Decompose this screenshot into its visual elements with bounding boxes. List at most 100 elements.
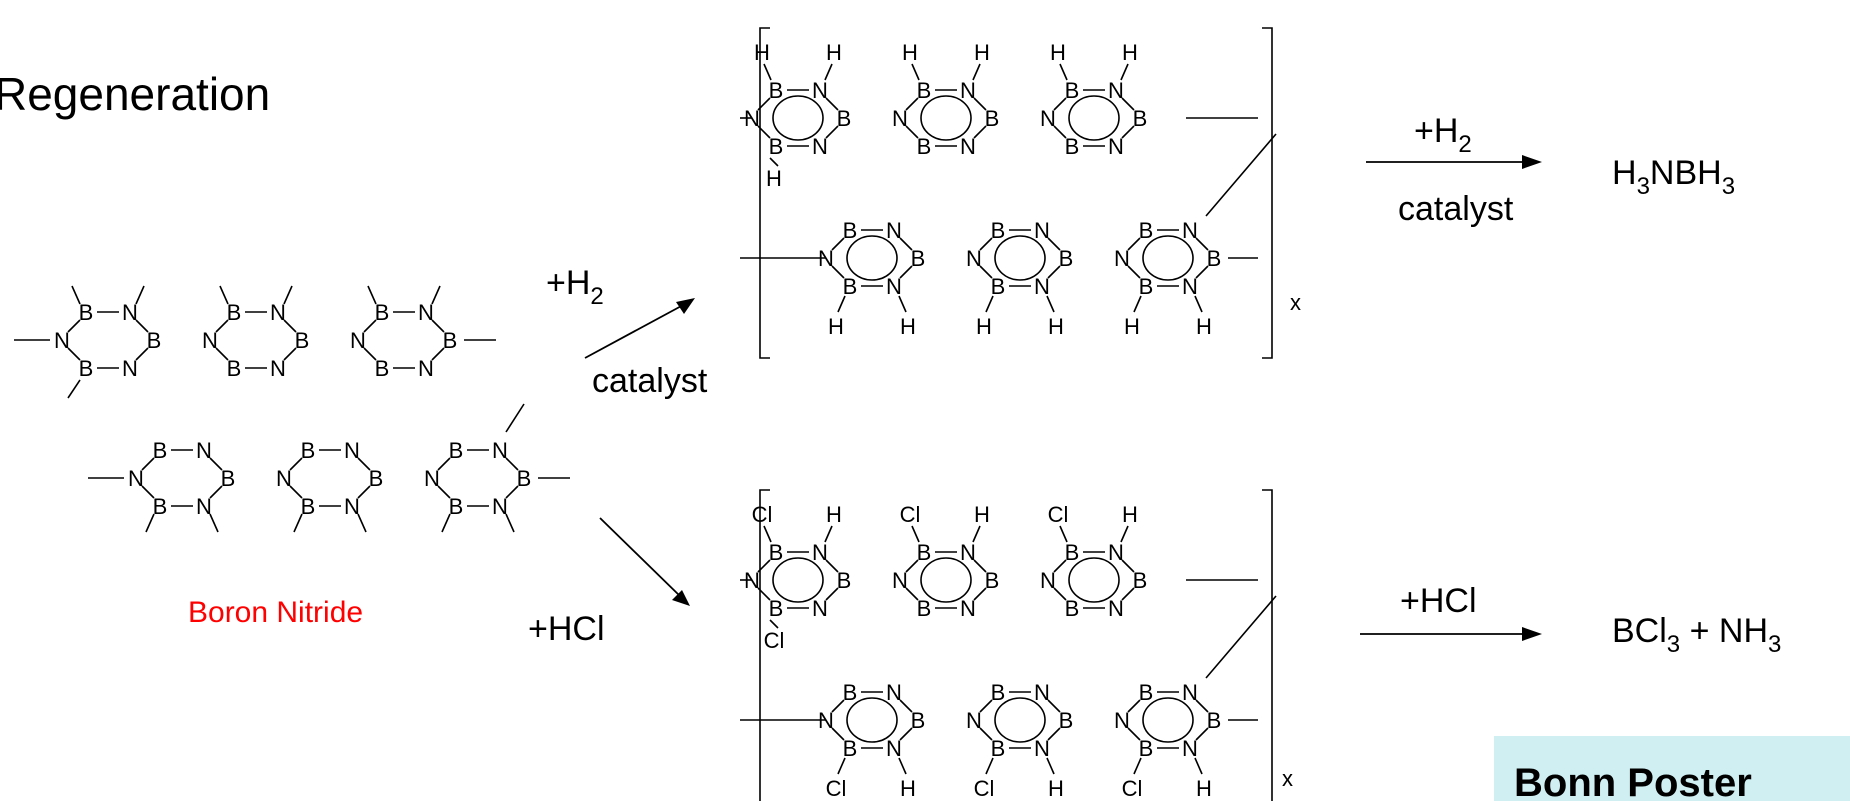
atom-n: N <box>886 274 902 299</box>
atom-b: B <box>1139 218 1154 243</box>
atom-n: N <box>54 328 70 353</box>
bond <box>67 379 81 399</box>
bond <box>973 559 987 573</box>
bond <box>363 319 377 333</box>
atom-n: N <box>812 596 828 621</box>
atom-cl: Cl <box>826 776 847 801</box>
catalyst-label-left: catalyst <box>592 362 708 400</box>
atom-b: B <box>1065 134 1080 159</box>
bond <box>289 485 303 499</box>
atom-h: H <box>902 40 918 65</box>
atom-b: B <box>221 466 236 491</box>
bond <box>505 485 519 499</box>
atom-n: N <box>1182 274 1198 299</box>
bond <box>979 727 993 741</box>
bond <box>209 513 219 533</box>
bond <box>135 347 149 361</box>
bond <box>898 757 907 775</box>
atom-n: N <box>966 708 982 733</box>
atom-h: H <box>1196 314 1212 339</box>
atom-b: B <box>517 466 532 491</box>
bond <box>1046 757 1055 775</box>
atom-b: B <box>301 438 316 463</box>
aromatic-ring <box>994 235 1046 281</box>
atom-h: H <box>826 40 842 65</box>
bond <box>1194 295 1203 313</box>
bond <box>1053 587 1067 601</box>
atom-n: N <box>1114 246 1130 271</box>
atom-n: N <box>196 438 212 463</box>
atom-n: N <box>418 356 434 381</box>
atom-n: N <box>960 540 976 565</box>
h2-reagent-right: +H2 <box>1414 112 1472 158</box>
atom-n: N <box>892 568 908 593</box>
atom-b: B <box>1059 708 1074 733</box>
bond <box>905 125 919 139</box>
repeat-x-top: x <box>1290 290 1301 315</box>
atom-b: B <box>991 736 1006 761</box>
atom-n: N <box>812 134 828 159</box>
bond <box>763 525 772 543</box>
bond <box>67 319 81 333</box>
atom-n: N <box>886 736 902 761</box>
bond <box>899 237 913 251</box>
bond <box>973 97 987 111</box>
atom-n: N <box>892 106 908 131</box>
atom-h: H <box>900 776 916 801</box>
bond <box>363 347 377 361</box>
aromatic-ring <box>772 557 824 603</box>
atom-b: B <box>449 494 464 519</box>
atom-b: B <box>147 328 162 353</box>
right-bracket <box>1262 27 1273 359</box>
bond <box>973 125 987 139</box>
atom-n: N <box>886 218 902 243</box>
bond <box>141 457 155 471</box>
product-ammonia-borane: H3NBH3 <box>1612 154 1735 200</box>
bond <box>1195 265 1209 279</box>
h2-reagent-label: +H2 <box>546 264 604 310</box>
bond <box>1127 699 1141 713</box>
aromatic-ring <box>920 95 972 141</box>
atom-h: H <box>1124 314 1140 339</box>
atom-b: B <box>917 134 932 159</box>
atom-n: N <box>344 494 360 519</box>
bond <box>71 285 81 305</box>
atom-cl: Cl <box>1122 776 1143 801</box>
atom-cl: Cl <box>974 776 995 801</box>
bond <box>763 63 772 81</box>
atom-b: B <box>1059 246 1074 271</box>
left-bracket <box>759 489 770 801</box>
atom-b: B <box>1065 540 1080 565</box>
atom-b: B <box>917 596 932 621</box>
atom-b: B <box>375 300 390 325</box>
atom-h: H <box>766 166 782 191</box>
atom-n: N <box>418 300 434 325</box>
left-bracket <box>759 27 770 359</box>
aromatic-ring <box>994 697 1046 743</box>
atom-b: B <box>375 356 390 381</box>
atom-n: N <box>1040 568 1056 593</box>
atom-n: N <box>1182 218 1198 243</box>
aromatic-ring <box>920 557 972 603</box>
bond <box>431 347 445 361</box>
atom-n: N <box>1034 274 1050 299</box>
atom-b: B <box>843 680 858 705</box>
atom-n: N <box>960 78 976 103</box>
atom-b: B <box>1133 568 1148 593</box>
product-bcl3-nh3: BCl3 + NH3 <box>1612 612 1781 658</box>
bond <box>135 319 149 333</box>
bond <box>141 485 155 499</box>
atom-b: B <box>911 708 926 733</box>
atom-n: N <box>1108 134 1124 159</box>
bond <box>769 157 779 167</box>
aromatic-ring <box>1068 95 1120 141</box>
bond <box>831 237 845 251</box>
poster-badge-bg <box>1494 736 1850 801</box>
atom-n: N <box>128 466 144 491</box>
bond <box>899 699 913 713</box>
bond <box>209 485 223 499</box>
bond <box>972 63 981 81</box>
atom-b: B <box>153 438 168 463</box>
bond <box>1195 727 1209 741</box>
